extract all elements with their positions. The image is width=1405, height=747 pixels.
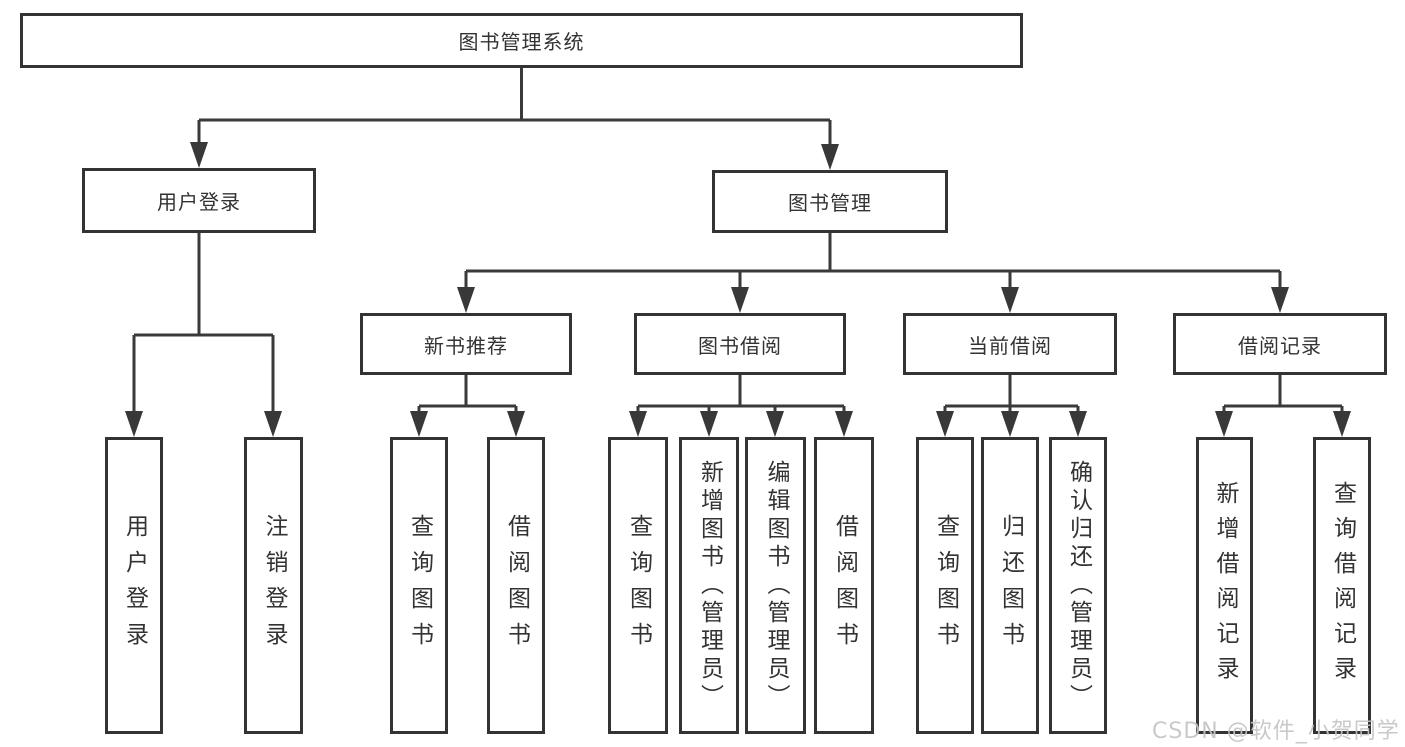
arrowhead-user-login xyxy=(190,142,208,168)
node-label: 借阅记录 xyxy=(1238,333,1322,358)
node-leaf-borrow-books: 借阅图书 xyxy=(814,437,874,734)
csdn-watermark: CSDN @软件_小贺同学 xyxy=(1152,719,1400,744)
arrowhead-query-borrow-record xyxy=(1333,411,1351,437)
node-leaf-borrow-books-recommend: 借阅图书 xyxy=(487,437,545,734)
arrowhead-logout-leaf xyxy=(264,411,282,437)
node-leaf-query-books-current: 查询图书 xyxy=(916,437,974,734)
arrowhead-add-books xyxy=(700,411,718,437)
arrowhead-query-books-3 xyxy=(936,411,954,437)
node-label: 查询图书 xyxy=(406,513,433,658)
node-label: 图书管理 xyxy=(788,191,872,215)
node-leaf-return-books: 归还图书 xyxy=(981,437,1039,734)
node-leaf-query-borrow-record: 查询借阅记录 xyxy=(1313,437,1371,734)
node-borrowing-records: 借阅记录 xyxy=(1173,313,1387,375)
arrowhead-borrow-books-1 xyxy=(507,411,525,437)
node-leaf-confirm-return-admin: 确认归还（管理员） xyxy=(1049,437,1107,734)
arrowhead-user-login-leaf xyxy=(125,411,143,437)
node-label: 当前借阅 xyxy=(968,333,1052,358)
arrowhead-current-borrow xyxy=(1001,287,1019,313)
node-leaf-query-books-recommend: 查询图书 xyxy=(390,437,448,734)
arrowhead-book-management xyxy=(821,144,839,170)
arrowhead-query-books-2 xyxy=(629,411,647,437)
arrowhead-add-borrow-record xyxy=(1215,411,1233,437)
node-label: 借阅图书 xyxy=(503,513,530,658)
arrowhead-return-books xyxy=(1001,411,1019,437)
node-label: 查询借阅记录 xyxy=(1329,480,1356,691)
node-label: 注销登录 xyxy=(261,513,287,658)
arrowhead-borrow-books-2 xyxy=(835,411,853,437)
node-label: 新增借阅记录 xyxy=(1212,480,1238,691)
node-leaf-user-login: 用户登录 xyxy=(105,437,163,734)
node-leaf-logout: 注销登录 xyxy=(244,437,303,734)
node-label: 查询图书 xyxy=(625,513,652,658)
node-label: 查询图书 xyxy=(932,513,959,658)
arrowhead-query-books-1 xyxy=(410,411,428,437)
node-label: 用户登录 xyxy=(157,190,241,214)
node-label: 用户登录 xyxy=(121,513,148,658)
node-leaf-add-books-admin: 新增图书（管理员） xyxy=(679,437,739,734)
node-book-borrowing: 图书借阅 xyxy=(634,313,846,375)
node-leaf-query-books-borrow: 查询图书 xyxy=(608,437,668,734)
arrowhead-edit-books xyxy=(766,411,784,437)
node-user-login-branch: 用户登录 xyxy=(82,168,316,233)
arrowhead-confirm-return xyxy=(1069,411,1087,437)
node-label: 借阅图书 xyxy=(831,513,858,658)
arrowhead-book-borrow xyxy=(731,287,749,313)
node-label: 图书借阅 xyxy=(698,333,782,358)
arrowhead-borrow-records xyxy=(1271,287,1289,313)
node-label: 图书管理系统 xyxy=(458,30,585,54)
node-label: 编辑图书（管理员） xyxy=(763,459,789,712)
node-current-borrowing: 当前借阅 xyxy=(903,313,1117,375)
node-library-management-system: 图书管理系统 xyxy=(20,13,1023,68)
node-label: 确认归还（管理员） xyxy=(1065,459,1092,712)
node-label: 新增图书（管理员） xyxy=(696,459,723,712)
node-book-management-branch: 图书管理 xyxy=(712,170,948,233)
node-leaf-edit-books-admin: 编辑图书（管理员） xyxy=(745,437,806,734)
arrowhead-new-book xyxy=(457,287,475,313)
node-new-book-recommendation: 新书推荐 xyxy=(360,313,572,375)
node-label: 归还图书 xyxy=(997,513,1024,658)
node-leaf-add-borrow-record: 新增借阅记录 xyxy=(1196,437,1253,734)
node-label: 新书推荐 xyxy=(424,333,508,358)
